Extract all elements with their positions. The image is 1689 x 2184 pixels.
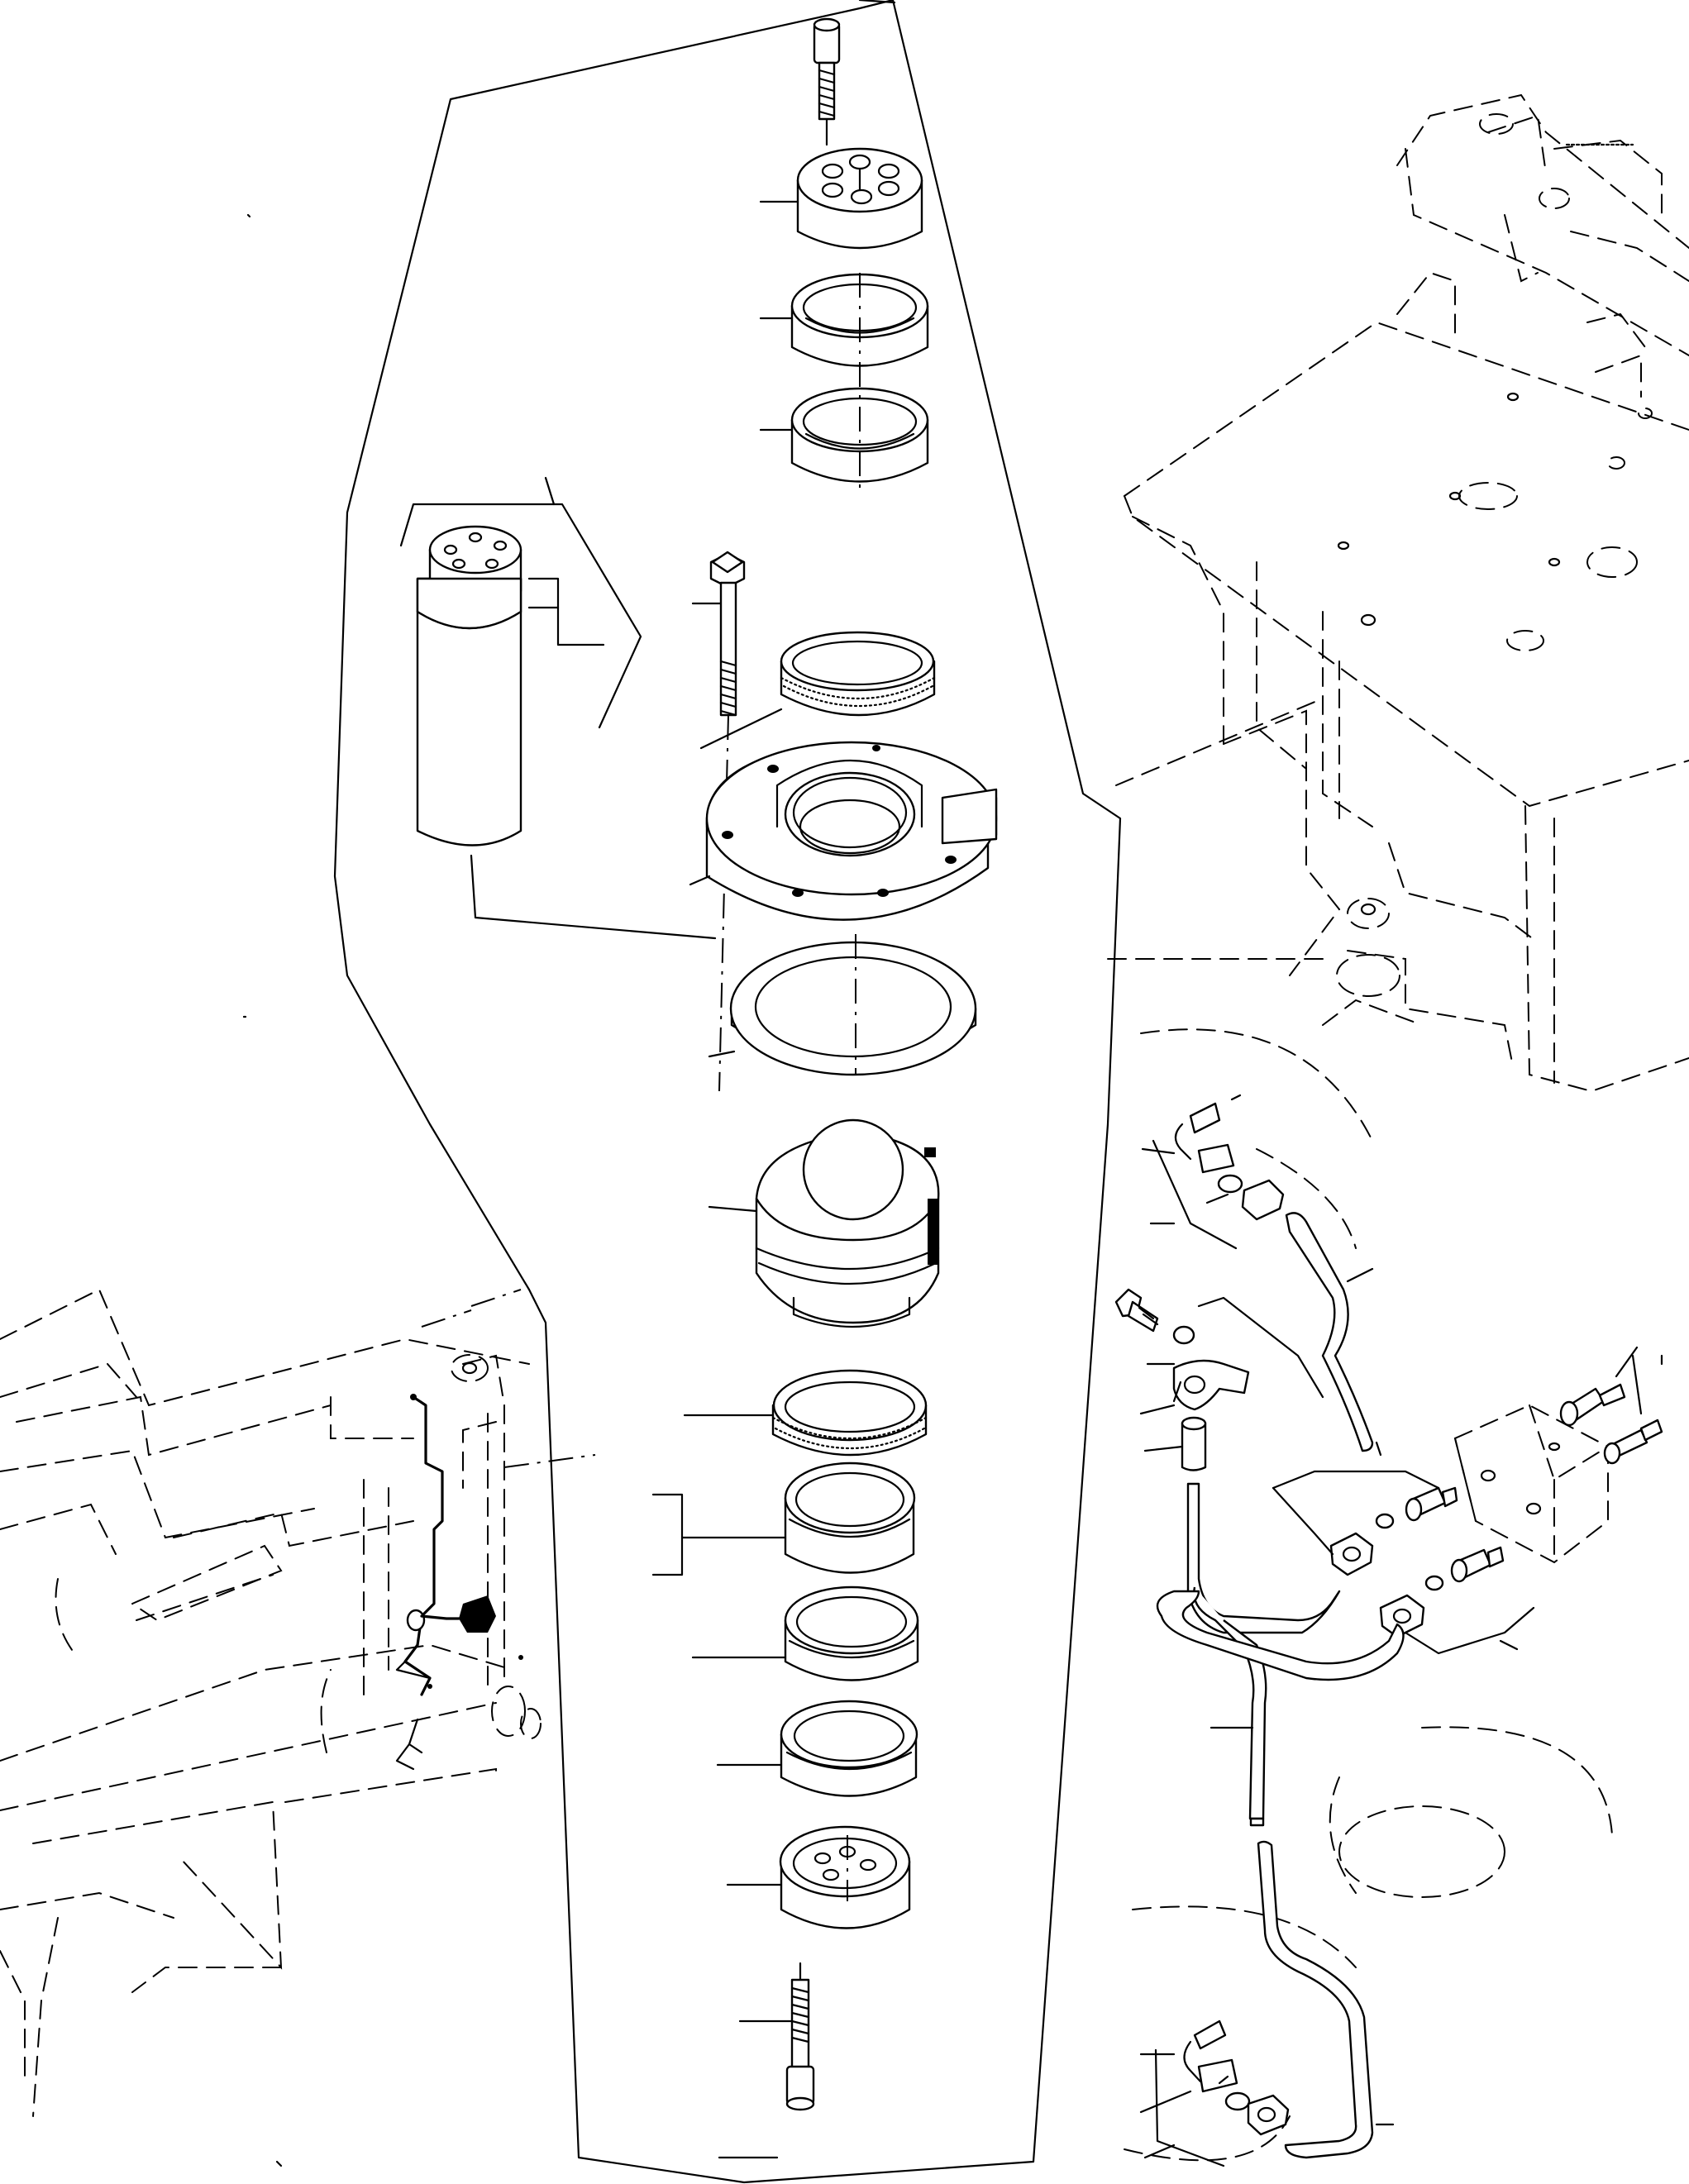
bearing-ring-icon bbox=[651, 1462, 916, 1576]
grease-tube-icon bbox=[1139, 2019, 1290, 2167]
cylinder-pin-icon bbox=[399, 476, 717, 940]
bearing-ring-icon bbox=[759, 273, 929, 496]
cap-screw-icon bbox=[738, 1962, 815, 2111]
bearing-ring-icon bbox=[716, 1700, 918, 1797]
left-grease-routing-icon bbox=[395, 1394, 523, 1771]
pipe-clamp-icon bbox=[1114, 1288, 1324, 1471]
right-frame-background bbox=[1107, 93, 1689, 1093]
lower-right-dashed-arcs bbox=[1124, 1028, 1613, 2162]
bolt-circle-cap-icon bbox=[759, 147, 923, 250]
spherical-bushing-icon bbox=[708, 1118, 940, 1328]
left-chassis-background bbox=[0, 1288, 596, 2117]
flat-washer-icon bbox=[708, 934, 977, 1076]
bolt-circle-cap-icon bbox=[726, 1825, 911, 1929]
bearing-ring-icon bbox=[759, 273, 929, 367]
bearing-ring-icon bbox=[691, 1586, 919, 1681]
assembly-group-outline bbox=[333, 0, 1122, 2184]
bushing-icon bbox=[683, 1369, 928, 1457]
grease-block-icon bbox=[1272, 1346, 1663, 1655]
grease-tube-icon bbox=[1141, 1102, 1382, 1457]
leader-lines bbox=[242, 0, 896, 2167]
bushing-icon bbox=[699, 631, 936, 750]
grease-tube-icon bbox=[1156, 1482, 1405, 2159]
hex-bolt-icon bbox=[691, 551, 746, 1092]
flange-housing-icon bbox=[689, 741, 998, 921]
cap-screw-icon bbox=[813, 17, 841, 146]
